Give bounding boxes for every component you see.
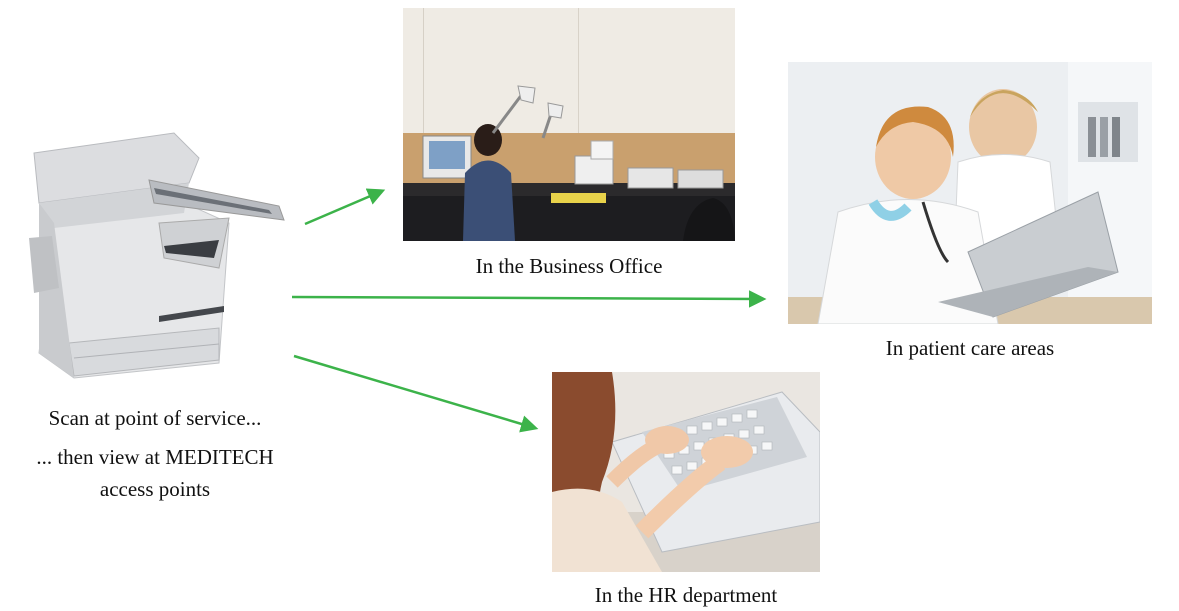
arrow-to-hr-department	[293, 354, 539, 433]
business-office-photo	[403, 8, 735, 241]
arrow-to-patient-care	[291, 290, 767, 308]
hr-department-caption: In the HR department	[594, 583, 778, 607]
arrow-to-business-office	[304, 188, 386, 226]
hr-department-photo	[552, 372, 820, 572]
source-captions: Scan at point of service... ... then vie…	[0, 402, 310, 506]
scanner-printer-icon	[14, 128, 289, 383]
patient-care-caption: In patient care areas	[885, 336, 1055, 360]
caption-view: ... then view at MEDITECH access points	[36, 444, 274, 502]
caption-scan: Scan at point of service...	[48, 406, 262, 430]
patient-care-photo	[788, 62, 1152, 324]
business-office-caption: In the Business Office	[475, 254, 663, 278]
